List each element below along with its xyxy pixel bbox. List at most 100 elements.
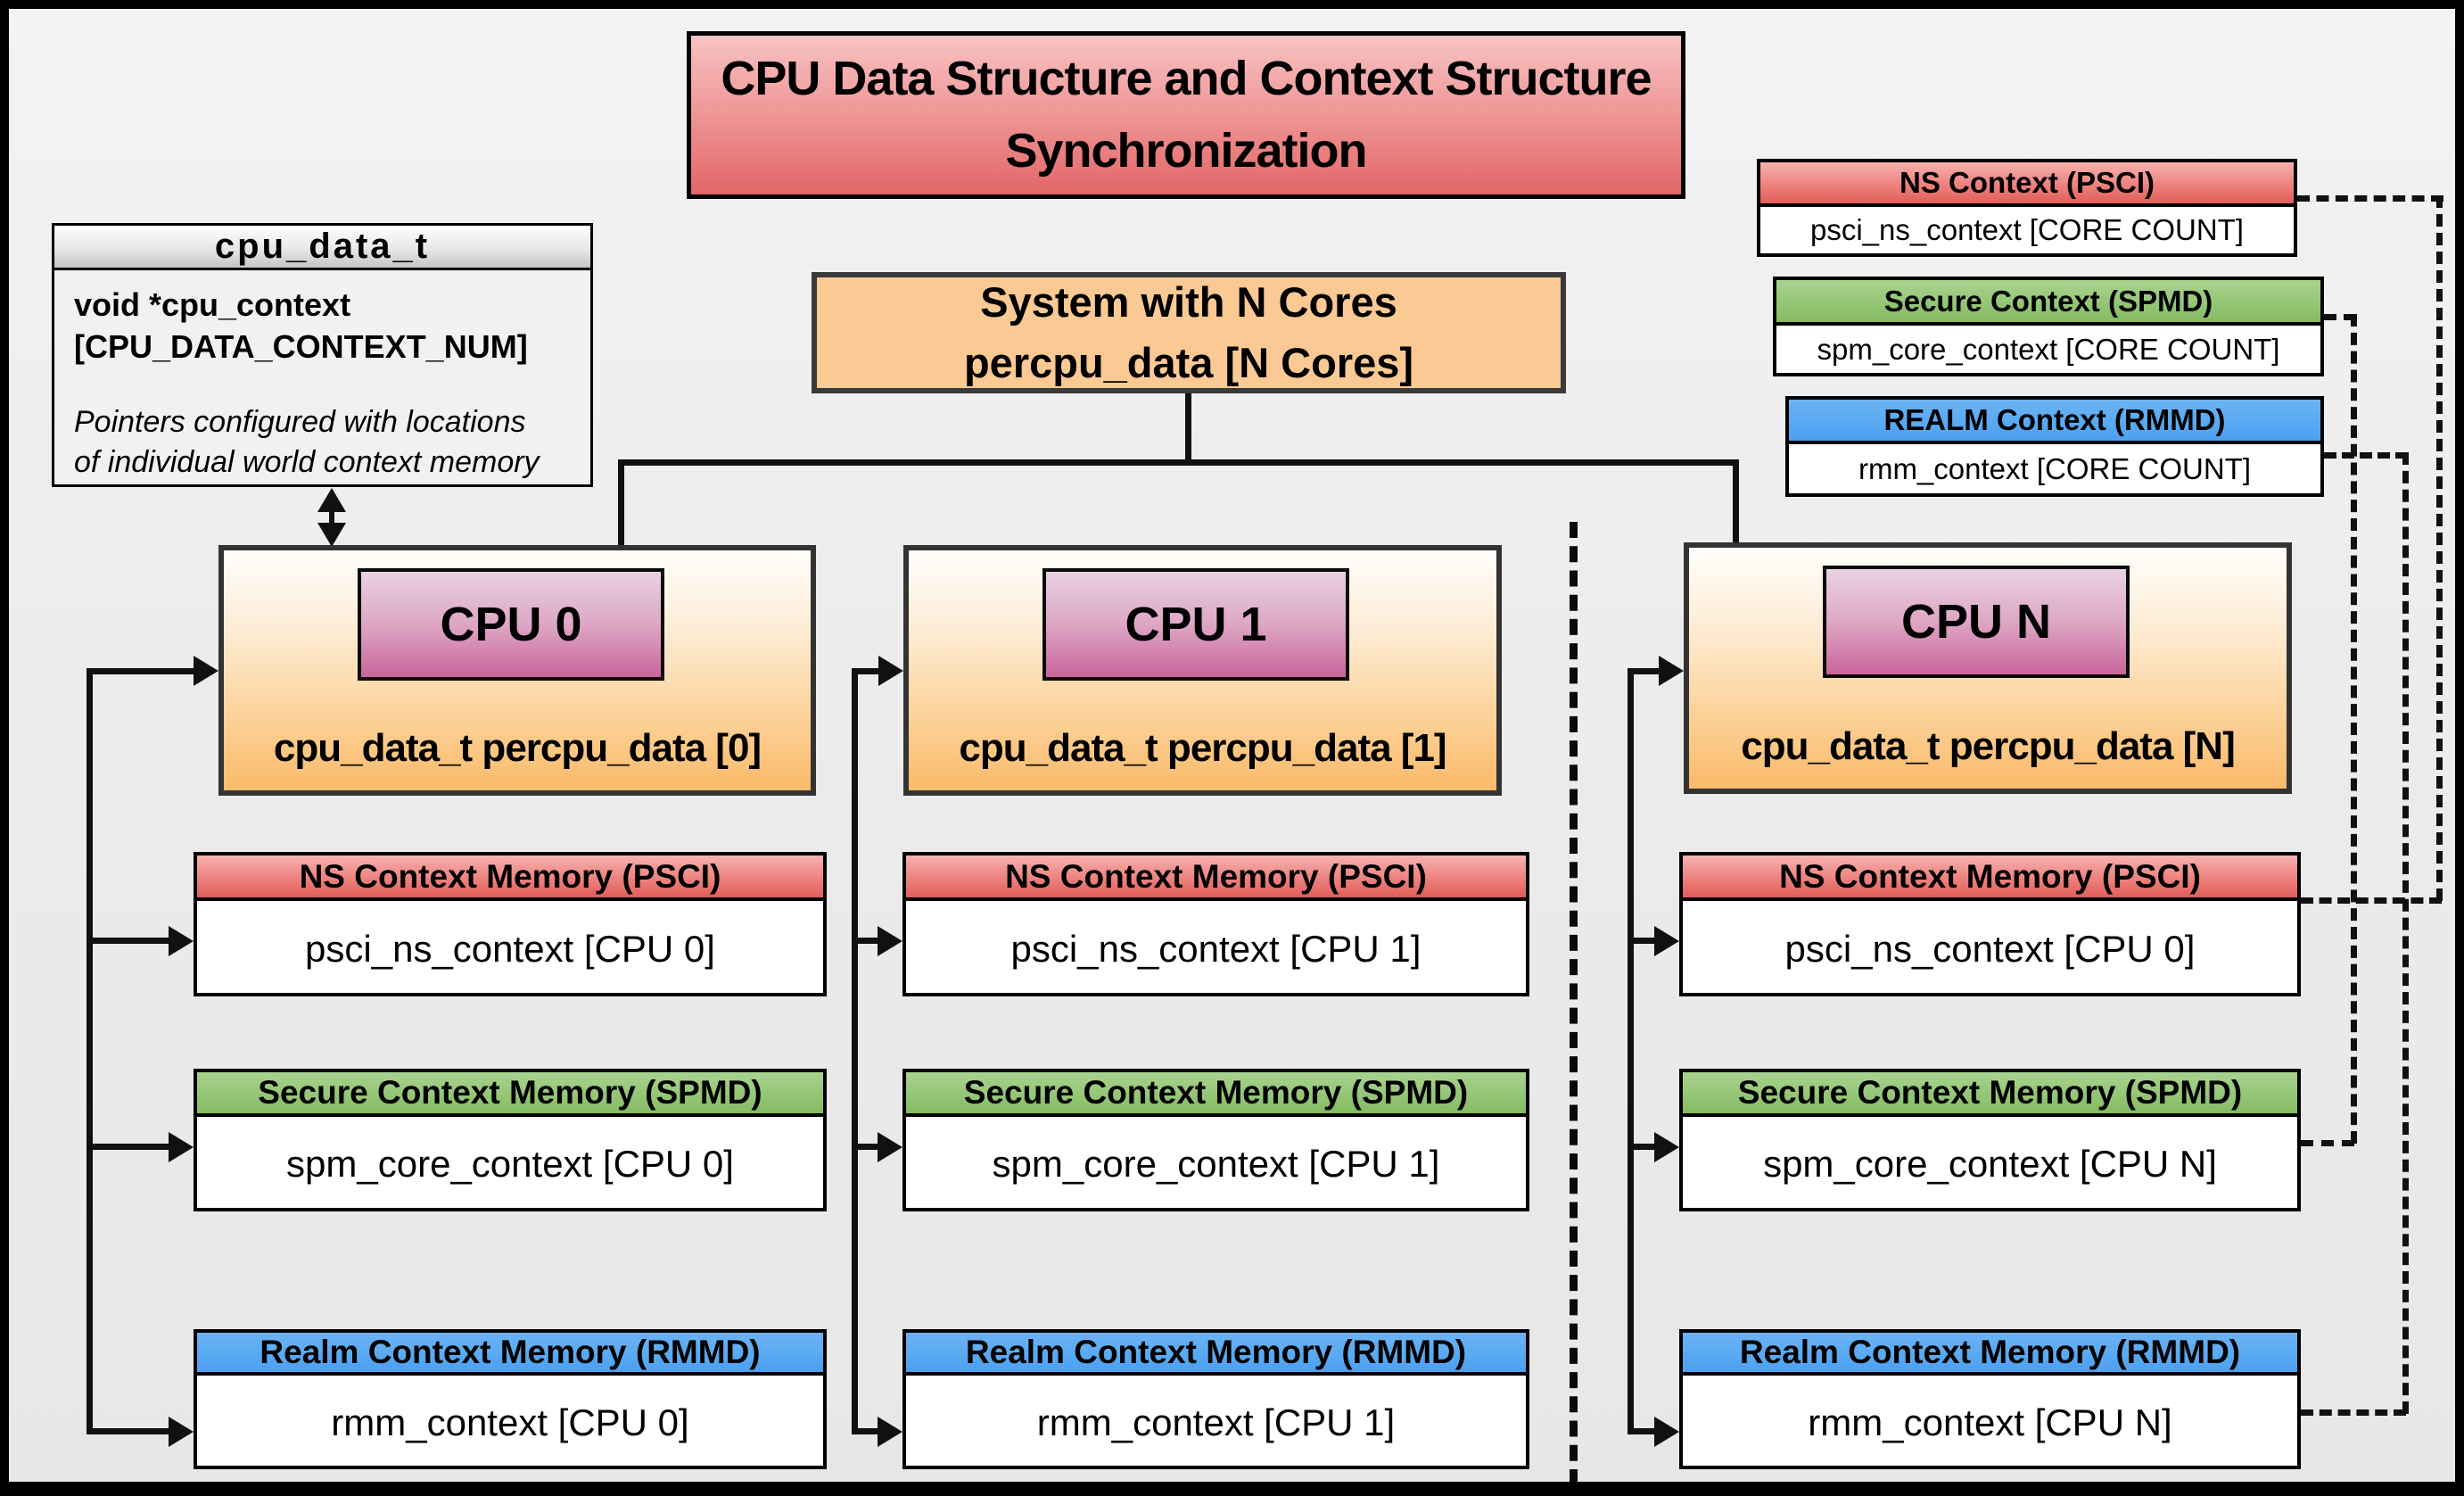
legend-secure-dashed-v: [2351, 314, 2357, 1144]
struct-link-dashed-line: [329, 508, 334, 525]
system-box: System with N Cores percpu_data [N Cores…: [812, 272, 1566, 393]
cpu0-realm-context-memory-box: Realm Context Memory (RMMD) rmm_context …: [194, 1329, 827, 1469]
cpu0-arrow-cpu: [194, 656, 218, 686]
struct-link-arrow-up: [317, 488, 346, 512]
cpun-realm-context-memory-box: Realm Context Memory (RMMD) rmm_context …: [1679, 1329, 2301, 1469]
legend-ns-header: NS Context (PSCI): [1760, 162, 2294, 207]
cpu0-ns-context-memory-box: NS Context Memory (PSCI) psci_ns_context…: [194, 852, 827, 996]
title-line1: CPU Data Structure and Context Structure: [721, 52, 1652, 105]
title-box: CPU Data Structure and Context Structure…: [687, 31, 1685, 199]
legend-secure-header: Secure Context (SPMD): [1776, 280, 2320, 326]
cpu0-stub-cpu: [87, 668, 194, 674]
cpu1-arrow-realm: [878, 1417, 902, 1447]
cpu1-realm-body: rmm_context [CPU 1]: [1036, 1401, 1396, 1443]
cpun-ns-body: psci_ns_context [CPU 0]: [1784, 927, 2196, 970]
cpu1-ns-header: NS Context Memory (PSCI): [906, 855, 1526, 901]
cpu1-ns-body: psci_ns_context [CPU 1]: [1010, 927, 1422, 970]
cpun-secure-context-memory-box: Secure Context Memory (SPMD) spm_core_co…: [1679, 1069, 2301, 1211]
struct-note-line2: of individual world context memory: [74, 445, 540, 480]
cpu1-realm-header: Realm Context Memory (RMMD): [906, 1333, 1526, 1376]
cpu1-stub-cpu: [852, 668, 878, 674]
cpu0-stub-realm: [87, 1428, 169, 1434]
legend-ns-dashed-h1: [2297, 195, 2443, 202]
cpun-secure-header: Secure Context Memory (SPMD): [1683, 1072, 2297, 1117]
system-line1: System with N Cores: [980, 277, 1397, 326]
title-line2: Synchronization: [1005, 124, 1367, 178]
connector-drop-cpu0: [618, 459, 624, 547]
cpu1-data-label: cpu_data_t percpu_data [1]: [959, 726, 1446, 770]
cpu0-ns-header: NS Context Memory (PSCI): [197, 855, 823, 901]
cpu0-stub-secure: [87, 1144, 169, 1150]
cpun-arrow-cpu: [1659, 656, 1684, 686]
legend-realm-dashed-h1: [2324, 452, 2408, 459]
cpu0-secure-header: Secure Context Memory (SPMD): [197, 1072, 823, 1117]
legend-ns-body: psci_ns_context [CORE COUNT]: [1760, 207, 2294, 253]
cpun-realm-body: rmm_context [CPU N]: [1808, 1401, 2172, 1443]
legend-secure-dashed-h1: [2324, 314, 2356, 320]
legend-secure-dashed-h2: [2301, 1140, 2354, 1146]
legend-secure-body: spm_core_context [CORE COUNT]: [1776, 326, 2320, 373]
cpun-arrow-realm: [1654, 1417, 1679, 1447]
cpu1-secure-body: spm_core_context [CPU 1]: [992, 1143, 1440, 1185]
cpun-stub-realm: [1628, 1428, 1654, 1434]
legend-secure-context-box: Secure Context (SPMD) spm_core_context […: [1773, 277, 2324, 376]
cpun-arrow-secure: [1654, 1132, 1679, 1162]
cpun-realm-header: Realm Context Memory (RMMD): [1683, 1333, 2297, 1376]
cpu1-arrow-secure: [878, 1132, 902, 1162]
cpu1-realm-context-memory-box: Realm Context Memory (RMMD) rmm_context …: [902, 1329, 1529, 1469]
legend-realm-dashed-v: [2402, 452, 2409, 1414]
cpu0-ns-body: psci_ns_context [CPU 0]: [305, 927, 715, 970]
cpun-label-box: CPU N: [1823, 566, 2130, 678]
cpun-data-label: cpu_data_t percpu_data [N]: [1741, 724, 2235, 768]
cpu1-stub-ns: [852, 938, 878, 944]
struct-field-line2: [CPU_DATA_CONTEXT_NUM]: [74, 327, 528, 365]
cpu0-arrow-secure: [169, 1132, 194, 1162]
legend-realm-body: rmm_context [CORE COUNT]: [1789, 444, 2320, 493]
legend-ns-context-box: NS Context (PSCI) psci_ns_context [CORE …: [1757, 159, 2297, 257]
cpu0-data-label: cpu_data_t percpu_data [0]: [273, 726, 762, 770]
cpun-ns-context-memory-box: NS Context Memory (PSCI) psci_ns_context…: [1679, 852, 2301, 996]
connector-drop-cpun: [1733, 459, 1739, 547]
cpu1-arrow-ns: [878, 926, 902, 956]
cpu1-stub-secure: [852, 1144, 878, 1150]
struct-note-line1: Pointers configured with locations: [74, 404, 526, 439]
system-line2: percpu_data [N Cores]: [963, 339, 1414, 386]
cpu-data-t-header: cpu_data_t: [54, 226, 590, 270]
legend-ns-dashed-h2: [2301, 897, 2442, 904]
cpu1-secure-context-memory-box: Secure Context Memory (SPMD) spm_core_co…: [902, 1069, 1529, 1211]
legend-realm-context-box: REALM Context (RMMD) rmm_context [CORE C…: [1785, 396, 2324, 497]
cpu1-stub-realm: [852, 1428, 878, 1434]
cpun-feeder-line: [1628, 668, 1634, 1434]
legend-ns-dashed-v: [2436, 195, 2443, 901]
cpun-stub-ns: [1628, 938, 1654, 944]
cpu0-secure-context-memory-box: Secure Context Memory (SPMD) spm_core_co…: [194, 1069, 827, 1211]
cpun-ns-header: NS Context Memory (PSCI): [1683, 855, 2297, 901]
cpu1-secure-header: Secure Context Memory (SPMD): [906, 1072, 1526, 1117]
cpun-stub-cpu: [1628, 668, 1659, 674]
cpu1-arrow-cpu: [878, 656, 903, 686]
connector-system-drop: [1185, 393, 1191, 462]
cpu0-stub-ns: [87, 938, 169, 944]
connector-branch-horizontal: [618, 459, 1739, 466]
cpu1-ns-context-memory-box: NS Context Memory (PSCI) psci_ns_context…: [902, 852, 1529, 996]
cpu0-arrow-realm: [169, 1417, 194, 1447]
cpu-data-t-struct-box: cpu_data_t void *cpu_context [CPU_DATA_C…: [52, 223, 593, 487]
legend-realm-header: REALM Context (RMMD): [1789, 400, 2320, 444]
cpu0-realm-header: Realm Context Memory (RMMD): [197, 1333, 823, 1376]
cpu0-arrow-ns: [169, 926, 194, 956]
cpu1-feeder-line: [852, 668, 858, 1434]
cpu0-secure-body: spm_core_context [CPU 0]: [286, 1143, 734, 1185]
struct-link-arrow-down: [317, 523, 346, 547]
cpun-secure-body: spm_core_context [CPU N]: [1763, 1143, 2217, 1185]
cpu1-label-box: CPU 1: [1042, 568, 1349, 681]
cpu1-box: CPU 1 cpu_data_t percpu_data [1]: [903, 545, 1502, 796]
cpu0-realm-body: rmm_context [CPU 0]: [331, 1401, 689, 1443]
cpu0-feeder-line: [87, 668, 93, 1434]
cpun-stub-secure: [1628, 1144, 1654, 1150]
cpun-box: CPU N cpu_data_t percpu_data [N]: [1684, 542, 2292, 794]
cpu0-box: CPU 0 cpu_data_t percpu_data [0]: [218, 545, 816, 796]
cpu0-label-box: CPU 0: [358, 568, 664, 681]
cpu-ellipsis-separator: [1570, 522, 1578, 1482]
struct-field-line1: void *cpu_context: [74, 286, 351, 323]
